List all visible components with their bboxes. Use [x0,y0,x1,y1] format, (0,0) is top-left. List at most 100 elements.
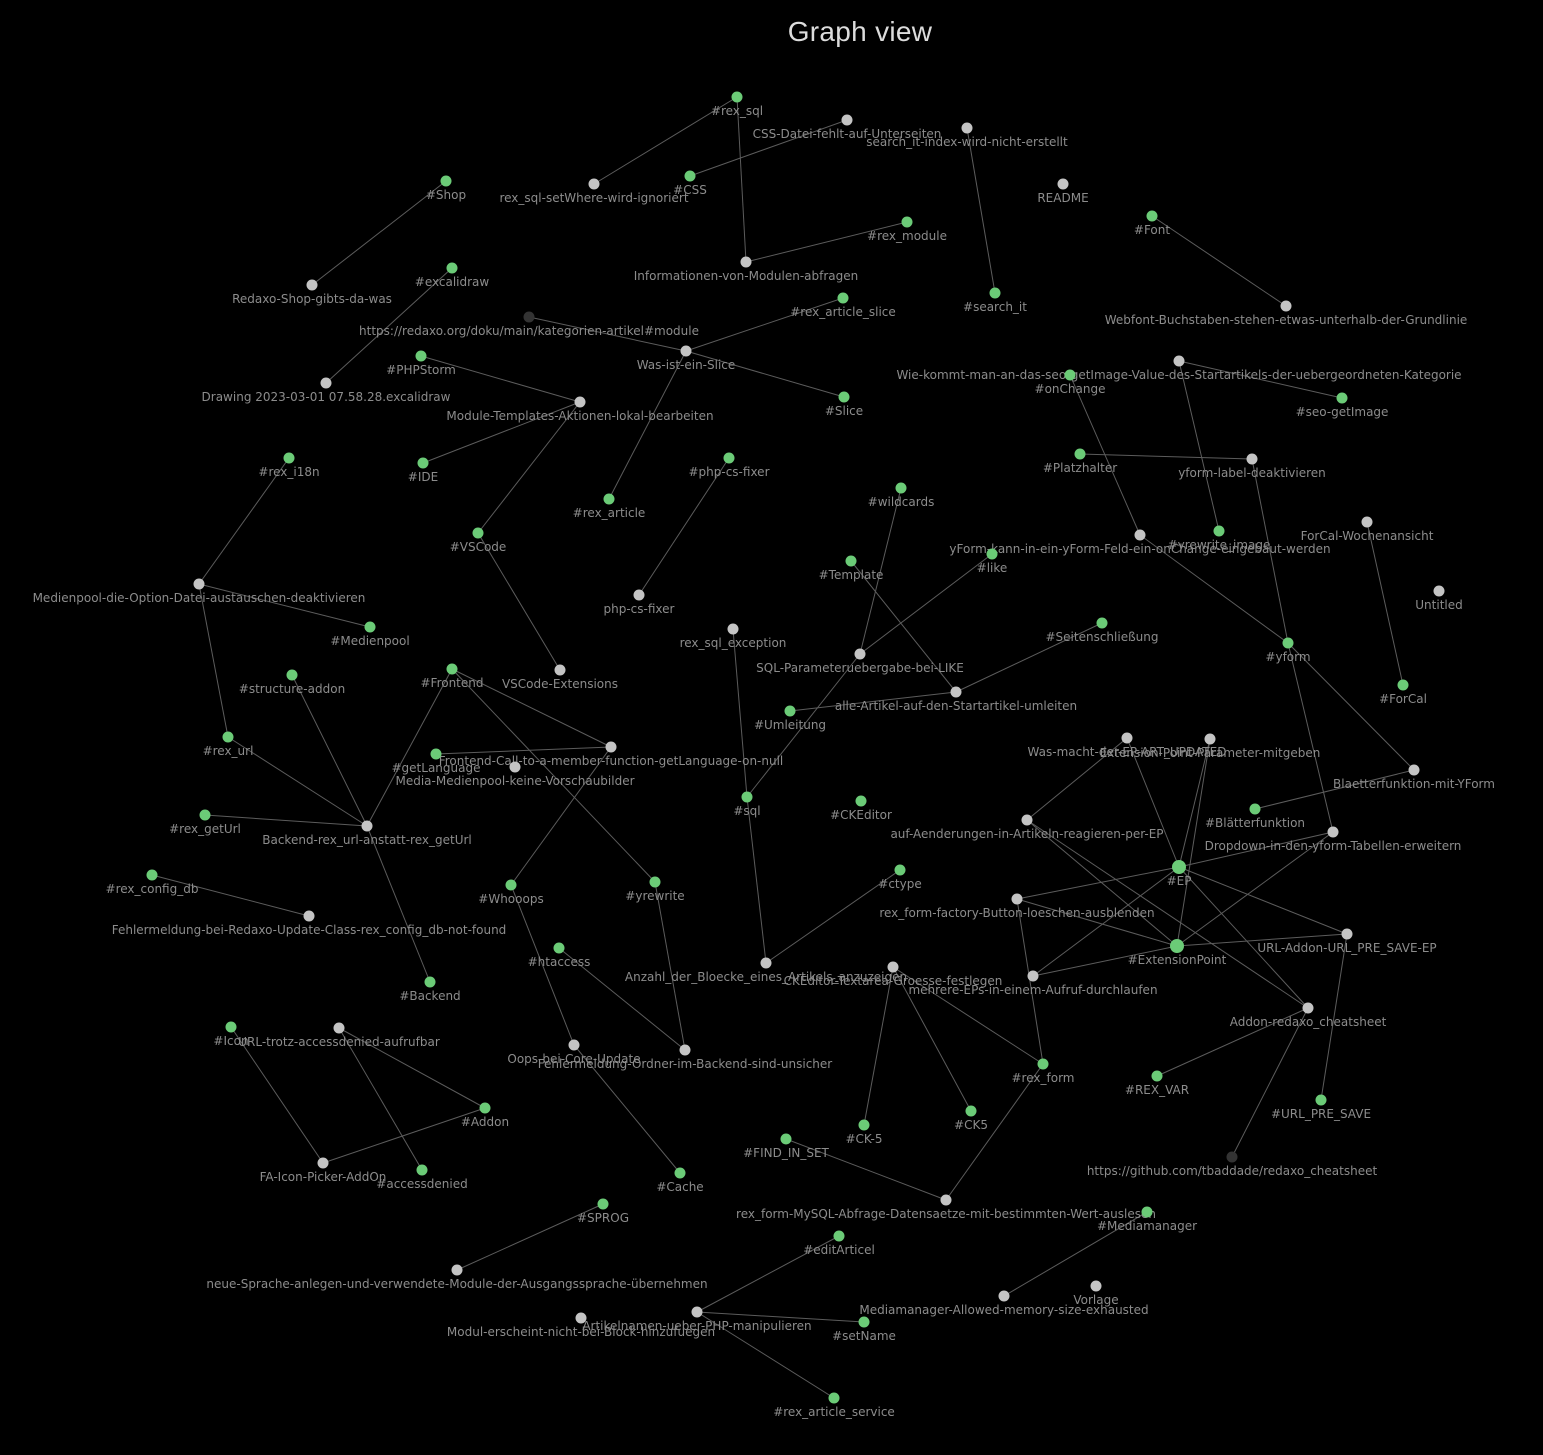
tag-node-dot[interactable] [845,555,857,567]
note-node-dot[interactable] [1011,893,1023,905]
tag-node-dot[interactable] [1315,1094,1327,1106]
note-node-dot[interactable] [760,957,772,969]
graph-node-wie-kommt[interactable]: Wie-kommt-man-an-das-seo-getImage-Value-… [896,355,1462,383]
graph-node-mediamanager-memory[interactable]: Mediamanager-Allowed-memory-size-exhaust… [859,1290,1149,1318]
graph-node-frontend-call[interactable]: Frontend-Call-to-a-member-function-getLa… [439,741,784,769]
note-node-dot[interactable] [679,1044,691,1056]
graph-node-was-macht[interactable]: Was-macht-der-EP-ART_UPDATED [1028,732,1227,760]
tag-node-dot[interactable] [894,864,906,876]
note-node-dot[interactable] [451,1264,463,1276]
nodes-layer[interactable]: #rex_sqlCSS-Datei-fehlt-auf-Unterseitens… [33,91,1495,1420]
graph-node-url-accessdenied[interactable]: URL-trotz-accessdenied-aufrufbar [238,1022,440,1050]
tag-node-dot[interactable] [479,1102,491,1114]
tag-node-dot[interactable] [833,1230,845,1242]
note-node-dot[interactable] [1341,928,1353,940]
graph-node-structure-addon[interactable]: #structure-addon [239,669,345,697]
graph-node-untitled[interactable]: Untitled [1415,585,1463,613]
graph-node-yform-label[interactable]: yform-label-deaktivieren [1178,453,1326,481]
graph-node-fehlermeldung-ordner[interactable]: Fehlermeldung-Ordner-im-Backend-sind-uns… [538,1044,833,1072]
tag-node-dot[interactable] [838,391,850,403]
graph-node-excalidraw[interactable]: #excalidraw [415,262,490,290]
tag-node-dot[interactable] [1172,860,1186,874]
note-node-dot[interactable] [887,961,899,973]
tag-node-dot[interactable] [417,457,429,469]
graph-node-blaetterfunktion-yform[interactable]: Blaetterfunktion-mit-YForm [1333,764,1495,792]
graph-node-rex-module[interactable]: #rex_module [867,216,947,244]
note-node-dot[interactable] [317,1157,329,1169]
graph-node-ck5[interactable]: #CK5 [954,1105,988,1133]
tag-node-dot[interactable] [731,91,743,103]
graph-node-sprog[interactable]: #SPROG [577,1198,629,1226]
tag-node-dot[interactable] [1397,679,1409,691]
tag-node-dot[interactable] [674,1167,686,1179]
note-node-dot[interactable] [320,377,332,389]
note-node-dot[interactable] [1173,355,1185,367]
graph-node-php-cs-fixer-tag[interactable]: #php-cs-fixer [688,452,770,480]
graph-node-rex-form-mysql[interactable]: rex_form-MySQL-Abfrage-Datensaetze-mit-b… [736,1194,1156,1222]
tag-node-dot[interactable] [597,1198,609,1210]
note-node-dot[interactable] [1280,300,1292,312]
note-node-dot[interactable] [950,686,962,698]
graph-node-info-module[interactable]: Informationen-von-Modulen-abfragen [634,256,859,284]
tag-node-dot[interactable] [472,527,484,539]
graph-node-yform[interactable]: #yform [1265,637,1311,665]
graph-node-rex-sql-exception[interactable]: rex_sql_exception [680,623,787,651]
graph-node-module-templates[interactable]: Module-Templates-Aktionen-lokal-bearbeit… [446,396,714,424]
graph-node-dropdown-yform[interactable]: Dropdown-in-den-yform-Tabellen-erweitern [1205,826,1462,854]
graph-node-like[interactable]: #like [977,548,1008,576]
note-node-dot[interactable] [605,741,617,753]
tag-node-dot[interactable] [1141,1206,1153,1218]
tag-node-dot[interactable] [1064,369,1076,381]
graph-node-extensionpoint[interactable]: #ExtensionPoint [1128,939,1227,967]
graph-node-ckeditor-textarea[interactable]: CKEditor-Textarea-Groesse-festlegen [784,961,1003,989]
graph-node-cache[interactable]: #Cache [656,1167,704,1195]
note-node-dot[interactable] [1433,585,1445,597]
tag-node-dot[interactable] [989,287,1001,299]
graph-node-rex-article[interactable]: #rex_article [573,493,646,521]
unresolved-node-dot[interactable] [1226,1151,1238,1163]
graph-node-medienpool[interactable]: #Medienpool [330,621,410,649]
tag-node-dot[interactable] [855,795,867,807]
graph-node-vscode-ext[interactable]: VSCode-Extensions [502,664,618,692]
note-node-dot[interactable] [1057,178,1069,190]
graph-node-slice[interactable]: #Slice [825,391,863,419]
note-node-dot[interactable] [574,396,586,408]
tag-node-dot[interactable] [222,731,234,743]
tag-node-dot[interactable] [446,262,458,274]
graph-node-search-it[interactable]: #search_it [963,287,1027,315]
graph-node-sql-param-like[interactable]: SQL-Parameteruebergabe-bei-LIKE [756,648,964,676]
note-node-dot[interactable] [1246,453,1258,465]
graph-node-fa-icon-picker[interactable]: FA-Icon-Picker-AddOn [260,1157,387,1185]
note-node-dot[interactable] [333,1022,345,1034]
graph-node-rex-i18n[interactable]: #rex_i18n [258,452,320,480]
tag-node-dot[interactable] [784,705,796,717]
note-node-dot[interactable] [1134,529,1146,541]
graph-node-vscode[interactable]: #VSCode [450,527,507,555]
tag-node-dot[interactable] [723,452,735,464]
graph-node-drawing[interactable]: Drawing 2023-03-01 07.58.28.excalidraw [202,377,451,405]
note-node-dot[interactable] [691,1306,703,1318]
tag-node-dot[interactable] [780,1133,792,1145]
tag-node-dot[interactable] [858,1119,870,1131]
graph-node-fehlermeldung-redaxo[interactable]: Fehlermeldung-bei-Redaxo-Update-Class-re… [112,910,507,938]
tag-node-dot[interactable] [1037,1058,1049,1070]
tag-node-dot[interactable] [440,175,452,187]
graph-node-artikelnamen[interactable]: Artikelnamen-ueber-PHP-manipulieren [582,1306,812,1334]
note-node-dot[interactable] [509,761,521,773]
graph-node-was-ist-slice[interactable]: Was-ist-ein-Slice [637,345,736,373]
tag-node-dot[interactable] [146,869,158,881]
graph-node-addon[interactable]: #Addon [461,1102,509,1130]
graph-node-frontend[interactable]: #Frontend [420,663,484,691]
graph-node-css[interactable]: #CSS [673,170,707,198]
note-node-dot[interactable] [1408,764,1420,776]
graph-node-url-addon[interactable]: URL-Addon-URL_PRE_SAVE-EP [1257,928,1437,956]
graph-node-redaxo-shop[interactable]: Redaxo-Shop-gibts-da-was [232,279,392,307]
graph-node-rex-article-service[interactable]: #rex_article_service [773,1392,895,1420]
note-node-dot[interactable] [588,178,600,190]
note-node-dot[interactable] [1027,970,1039,982]
tag-node-dot[interactable] [364,621,376,633]
graph-node-whoops[interactable]: #Whooops [478,879,544,907]
tag-node-dot[interactable] [1146,210,1158,222]
graph-node-rex-config-db[interactable]: #rex_config_db [106,869,199,897]
